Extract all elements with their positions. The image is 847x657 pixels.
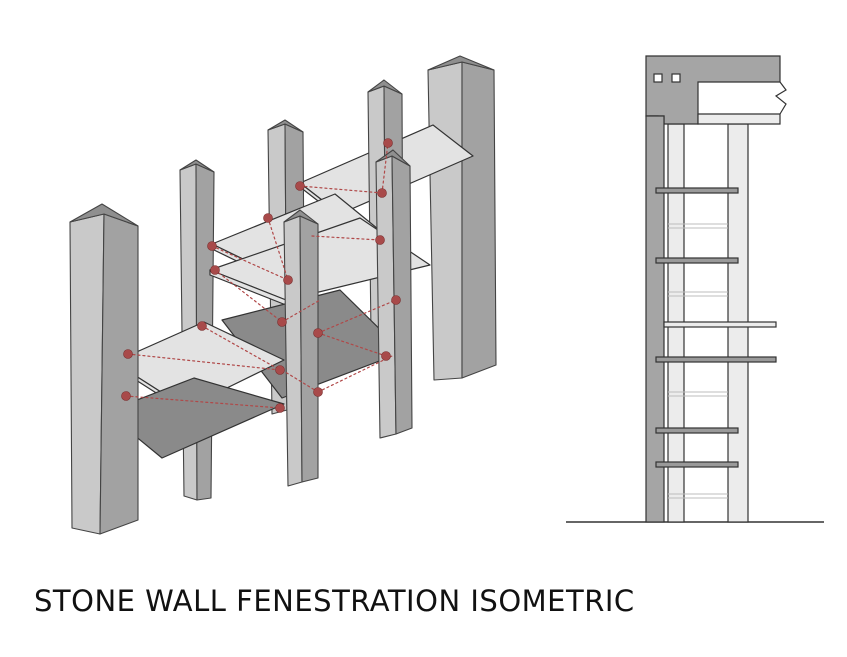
connector-line [317,299,397,334]
connector-dot [197,321,207,331]
break-line [774,81,787,115]
connector-dot [295,181,305,191]
connector-line [267,217,289,281]
connector-line [281,299,321,323]
connector-dot [283,275,293,285]
shelf [663,321,777,328]
ceiling-line [697,113,781,125]
column-face [391,155,413,435]
connector-line [381,142,389,194]
beam-notch [671,73,681,83]
column-front-right [375,149,413,439]
connector-dot [377,188,387,198]
connector-line [317,355,393,393]
column-face [69,213,105,535]
connector-dot [313,328,323,338]
connector-line [311,235,381,241]
connector-dot [263,213,273,223]
connector-dot [210,265,220,275]
column-cap [179,159,215,173]
shelf [655,257,739,264]
connector-dots [121,138,401,413]
shelf [655,461,739,468]
connector-dot [121,391,131,401]
connector-dot [375,235,385,245]
column-face [461,61,497,379]
column-face [299,215,319,483]
connector-dot [381,351,391,361]
column-cap [267,119,304,133]
connector-dot [275,365,285,375]
column-face [427,61,463,381]
column-far-right [427,55,497,381]
connector-dot [207,241,217,251]
diagram-title: STONE WALL FENESTRATION ISOMETRIC [34,584,635,618]
connector-line [201,325,281,371]
column-cap [367,79,403,95]
column-front-left [69,203,139,535]
light-rails [668,223,728,499]
connector-line [125,395,281,409]
connector-dot [391,295,401,305]
column-cap [69,203,139,227]
connector-line [127,353,281,371]
column-face [99,213,139,535]
column-face [283,215,303,487]
shelf [655,427,739,434]
connector-line [317,332,387,357]
connector-line [211,245,289,281]
column-front-center [283,209,319,487]
connector-dot [275,403,285,413]
wall-section-drawing [566,55,824,523]
connector-dot [123,349,133,359]
connector-line [299,185,383,194]
connector-dot [313,387,323,397]
column-cap [427,55,495,71]
connector-dot [383,138,393,148]
connector-line [281,369,319,393]
stone-wall [645,115,665,523]
shelf [655,187,739,194]
column-cap [283,209,319,225]
connector-lines [125,142,397,409]
connector-line [214,269,283,323]
shelf [655,356,777,363]
beam-notch [653,73,663,83]
connector-dot [277,317,287,327]
isometric-drawing [69,55,497,535]
